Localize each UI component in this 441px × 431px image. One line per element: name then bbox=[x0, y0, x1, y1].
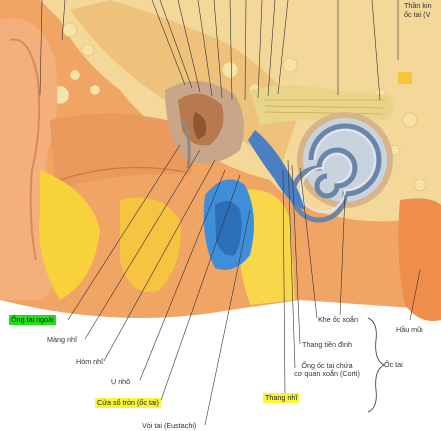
label-cua-so-tron: Cửa sổ tròn (ốc tai) bbox=[95, 398, 161, 409]
label-hau-mui: Hầu mũi bbox=[396, 325, 423, 334]
label-ong-oc-tai: Ống ốc tai chứa cơ quan xoắn (Corti) bbox=[284, 361, 370, 379]
label-khe-oc-xoan: Khe ốc xoắn bbox=[318, 315, 358, 324]
nasopharynx bbox=[398, 198, 441, 321]
label-voi-tai: Vòi tai (Eustachi) bbox=[142, 421, 197, 430]
label-thang-tien-dinh: Thang tiền đình bbox=[302, 340, 352, 349]
cochlea bbox=[290, 112, 393, 223]
label-than-kinh: Thần kin bbox=[404, 1, 432, 10]
tympanic-membrane bbox=[181, 119, 191, 169]
label-ong-oc-tai-line2: cơ quan xoắn (Corti) bbox=[294, 369, 360, 379]
label-hom-nhi: Hòm nhĩ bbox=[76, 357, 104, 366]
label-u-nho: Ụ nhô bbox=[111, 377, 131, 386]
cartilage-fat bbox=[39, 170, 100, 300]
leader-lines bbox=[39, 0, 421, 426]
label-oc-tai: Ốc tai bbox=[384, 360, 403, 369]
cochlea-brace bbox=[367, 317, 385, 413]
label-ong-tai-ngoai: Ống tai ngoài bbox=[9, 315, 56, 326]
label-oc-tai-v: ốc tai (V bbox=[404, 10, 431, 19]
external-auditory-canal bbox=[50, 113, 194, 190]
label-ong-oc-tai-line1: Ống ốc tai chứa bbox=[301, 361, 353, 370]
label-thang-nhi: Thang nhĩ bbox=[263, 393, 300, 404]
label-mang-nhi: Màng nhĩ bbox=[47, 335, 77, 344]
scala-tympani bbox=[248, 130, 305, 210]
